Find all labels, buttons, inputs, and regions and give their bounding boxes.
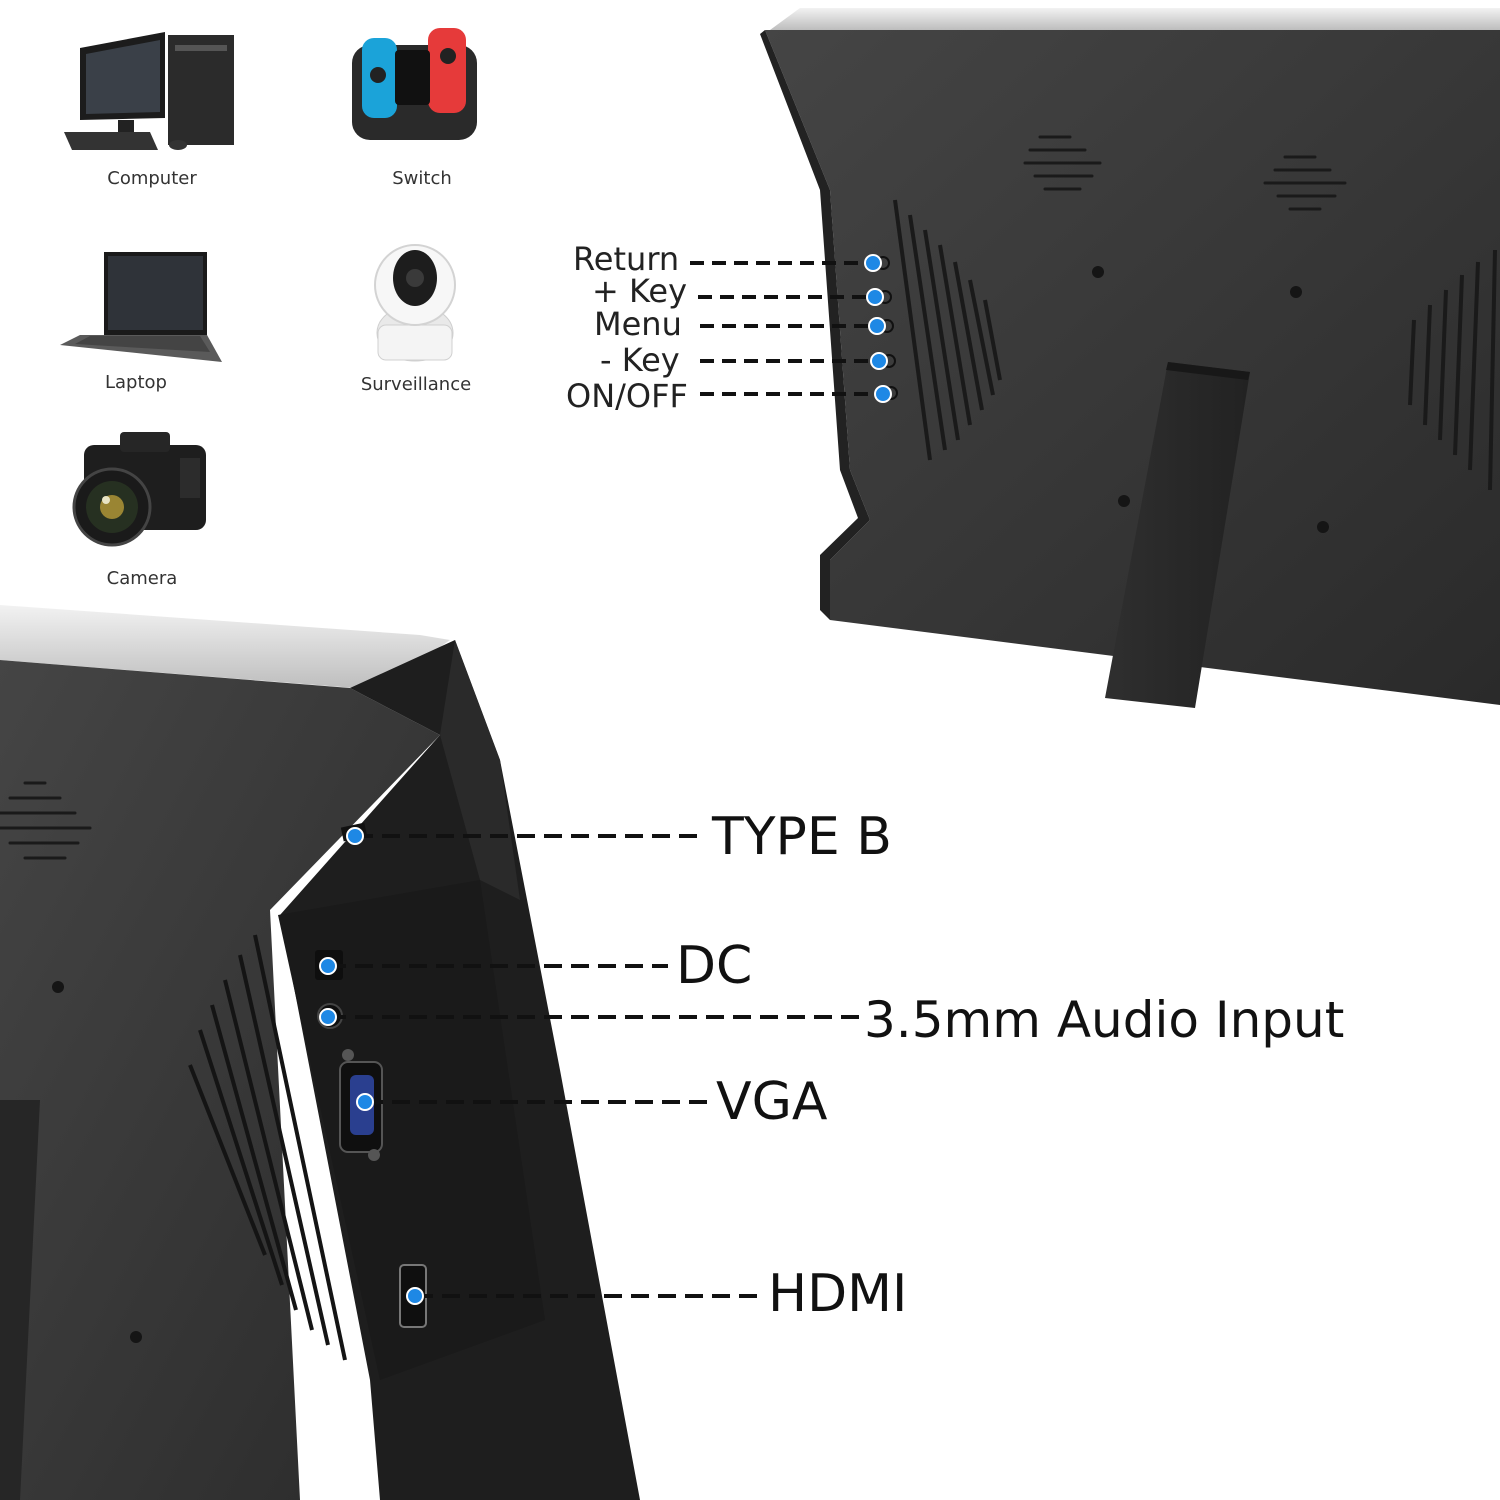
callout-dot-hdmi (406, 1287, 424, 1305)
game-console-icon (352, 28, 477, 140)
top-monitor (760, 8, 1500, 708)
port-label-hdmi: HDMI (768, 1264, 908, 1324)
callout-dot-return (864, 254, 882, 272)
device-label-switch: Switch (392, 168, 452, 189)
callout-dots (319, 254, 892, 1305)
callout-dot-vga (356, 1093, 374, 1111)
bottom-speaker-grille (0, 781, 92, 860)
laptop-icon (60, 252, 222, 362)
port-label-type-b: TYPE B (712, 807, 892, 867)
bottom-vent (188, 934, 347, 1361)
button-label-minus-key: - Key (600, 341, 680, 379)
callout-dot-on-off (874, 385, 892, 403)
bottom-monitor (0, 605, 640, 1500)
port-label-dc: DC (676, 936, 753, 996)
top-monitor-body (765, 30, 1500, 705)
device-label-camera: Camera (106, 568, 178, 589)
port-label-vga: VGA (716, 1072, 828, 1132)
top-vent-right (1408, 249, 1497, 491)
port-label-audio-input: 3.5mm Audio Input (864, 991, 1345, 1049)
security-camera-icon (374, 244, 456, 362)
device-label-laptop: Laptop (105, 372, 167, 393)
bottom-monitor-body (0, 660, 440, 1500)
dslr-camera-icon (72, 432, 206, 547)
port-panel (278, 880, 545, 1380)
top-speaker-grille-left (1023, 135, 1102, 191)
callout-dot-plus-key (866, 288, 884, 306)
device-label-computer: Computer (107, 168, 197, 189)
callout-dot-type-b (346, 827, 364, 845)
button-label-plus-key: + Key (592, 272, 687, 310)
callout-dot-audio (319, 1008, 337, 1026)
bottom-screw-holes (52, 981, 142, 1343)
top-monitor-stand (1105, 362, 1250, 708)
callout-dot-dc (319, 957, 337, 975)
bottom-monitor-stand (0, 1100, 40, 1500)
button-leader-lines (690, 261, 883, 396)
top-screw-holes (1092, 266, 1329, 533)
top-vent-left (893, 199, 1002, 461)
device-label-surveillance: Surveillance (360, 374, 472, 395)
callout-dot-menu (868, 317, 886, 335)
port-leader-lines (328, 834, 862, 1298)
top-speaker-grille-right (1263, 155, 1347, 211)
button-label-menu: Menu (594, 305, 682, 343)
computer-icon (64, 32, 234, 150)
callout-dot-minus-key (870, 352, 888, 370)
button-label-return: Return (573, 240, 680, 278)
button-label-on-off: ON/OFF (566, 377, 688, 415)
